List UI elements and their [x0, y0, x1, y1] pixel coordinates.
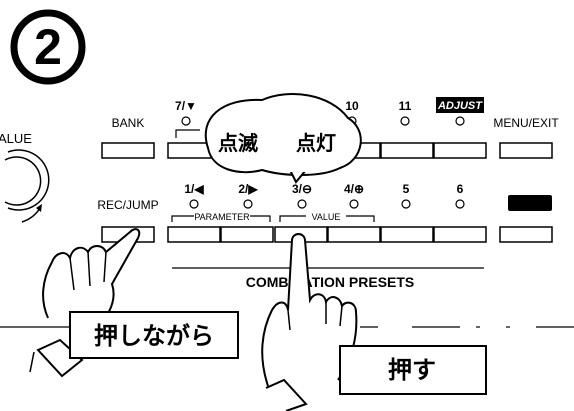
- key-11-button[interactable]: [380, 142, 434, 159]
- key-6-button[interactable]: [433, 226, 487, 243]
- right-hand-illustration: [261, 233, 358, 411]
- press-callout-box: [339, 345, 487, 395]
- led-2: [243, 199, 253, 209]
- led-11: [400, 116, 410, 126]
- menu-exit-button[interactable]: [499, 142, 553, 159]
- led-7: [181, 116, 191, 126]
- led-4: [349, 199, 359, 209]
- step-number: 2: [34, 19, 62, 75]
- play-button[interactable]: [499, 226, 553, 243]
- key-11-label: 11: [399, 99, 412, 113]
- key-6-label: 6: [457, 182, 464, 196]
- value-group-bracket: VALUE: [279, 212, 375, 222]
- parameter-group-label: PARAMETER: [194, 212, 250, 222]
- parameter-group-bracket: PARAMETER: [171, 212, 271, 222]
- key-5-button[interactable]: [380, 226, 434, 243]
- left-hand-illustration: [29, 228, 141, 378]
- value-knob: ALUE: [0, 131, 50, 223]
- hold-callout-box: [69, 311, 239, 359]
- key-4-label: 4/⊕: [344, 182, 364, 196]
- adjust-label-bg: [436, 97, 484, 113]
- bank-label: BANK: [112, 116, 145, 130]
- blink-label: 点滅: [218, 131, 258, 155]
- status-callout: 点滅 点灯: [204, 93, 362, 184]
- play-label: PLAY: [513, 196, 547, 211]
- combination-presets-label: COMBINATION PRESETS: [246, 274, 415, 290]
- lit-label: 点灯: [296, 131, 336, 155]
- led-3: [297, 199, 307, 209]
- adjust-label: ADJUST: [437, 100, 483, 112]
- hold-label: 押しながら: [94, 322, 214, 350]
- led-1: [189, 199, 199, 209]
- bank-button[interactable]: [101, 142, 155, 159]
- led-5: [401, 199, 411, 209]
- knob-label: ALUE: [0, 131, 32, 146]
- led-6: [455, 199, 465, 209]
- rec-jump-label: REC/JUMP: [97, 198, 158, 212]
- press-label: 押す: [388, 356, 436, 384]
- key-1-label: 1/◀: [184, 182, 204, 196]
- key-4-button[interactable]: [327, 226, 381, 243]
- value-group-label: VALUE: [312, 212, 341, 222]
- key-10-label: 10: [345, 99, 359, 113]
- key-1-button[interactable]: [167, 226, 221, 243]
- key-2-label: 2/▶: [238, 182, 258, 196]
- key-3-label: 3/⊖: [292, 182, 312, 196]
- adjust-button[interactable]: [433, 142, 487, 159]
- step-number-badge: 2: [10, 9, 86, 85]
- led-adjust: [455, 116, 465, 126]
- play-label-bg: [508, 195, 552, 211]
- key-7-label: 7/▼: [175, 99, 197, 113]
- key-5-label: 5: [403, 182, 410, 196]
- key-2-button[interactable]: [220, 226, 274, 243]
- menu-exit-label: MENU/EXIT: [493, 116, 559, 130]
